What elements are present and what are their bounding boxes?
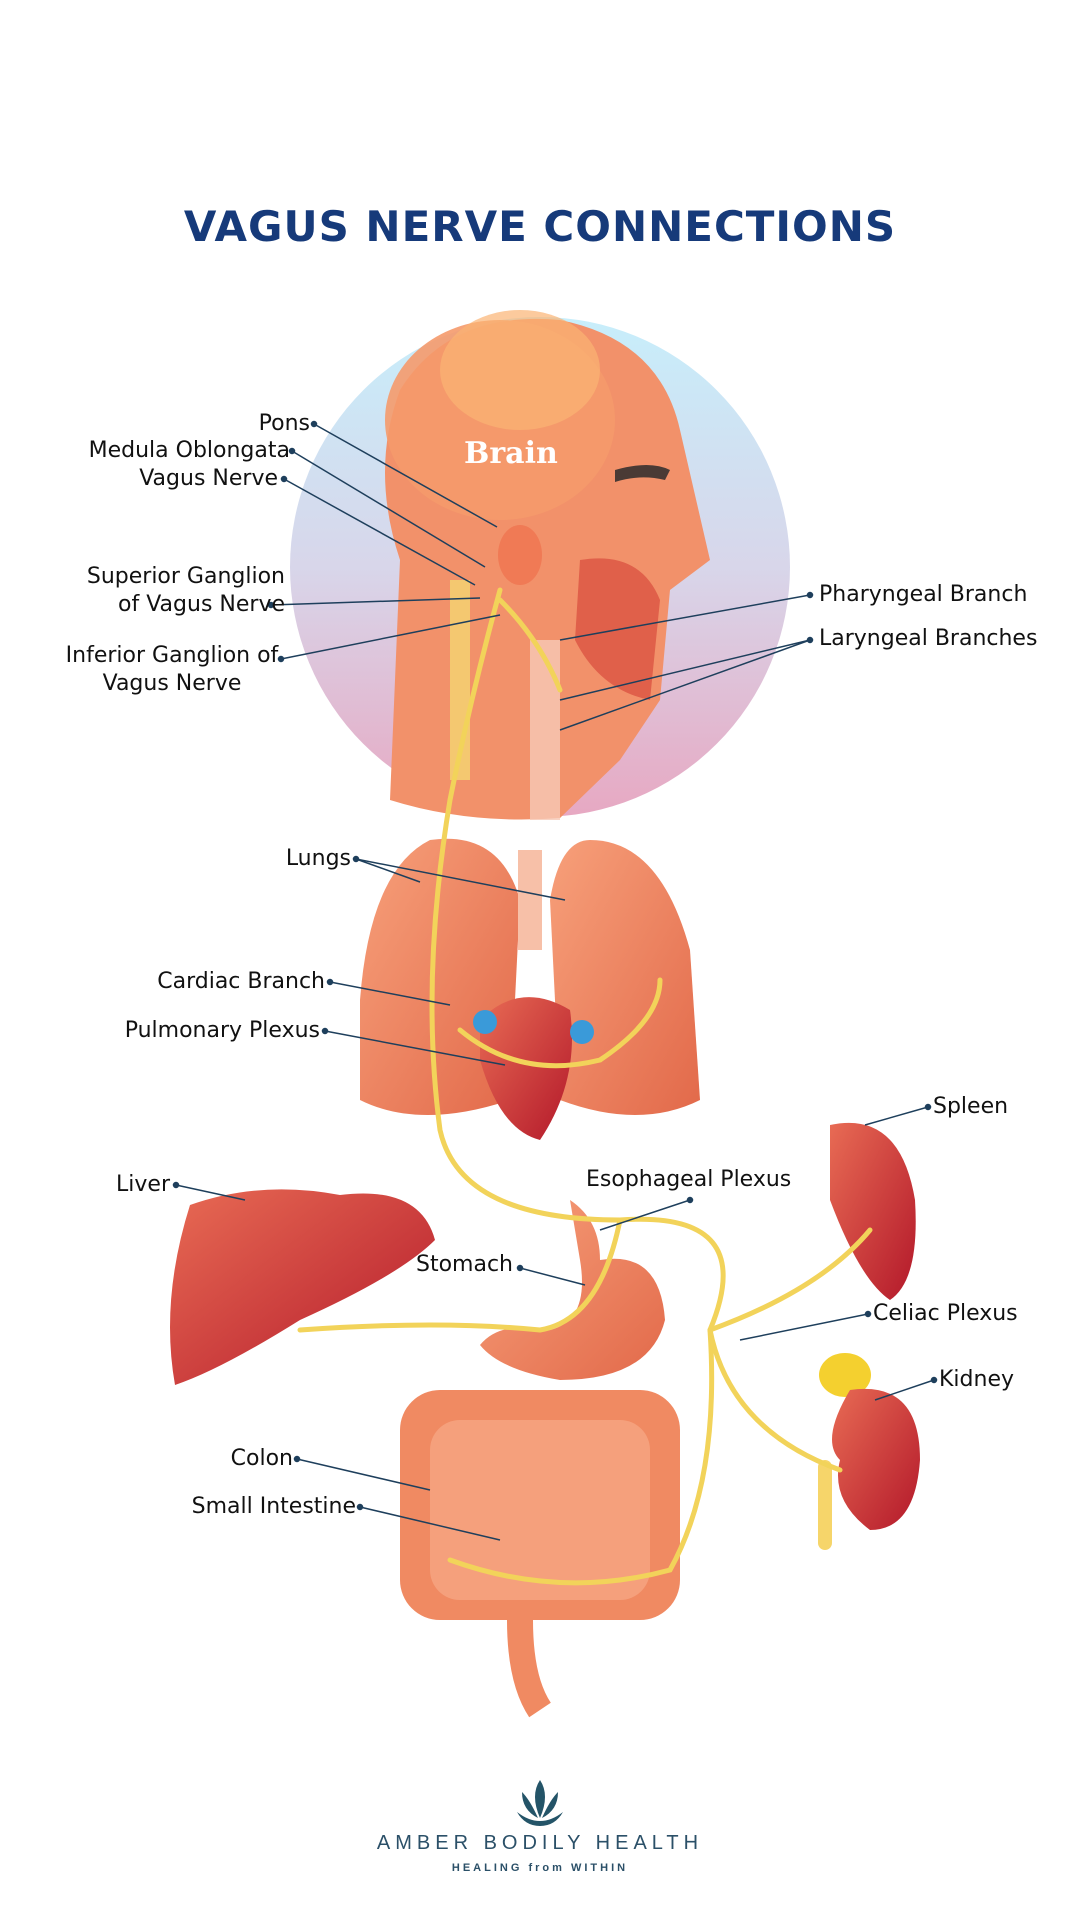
label-cardiac-branch: Cardiac Branch xyxy=(157,969,325,994)
brand-name: AMBER BODILY HEALTH xyxy=(376,1832,704,1854)
label-superior-ganglion-line1: Superior Ganglion xyxy=(86,564,285,589)
label-inferior-ganglion: Inferior Ganglion of Vagus Nerve xyxy=(62,642,282,698)
label-inferior-ganglion-line2: Vagus Nerve xyxy=(102,671,242,696)
label-celiac-plexus: Celiac Plexus xyxy=(873,1301,1018,1326)
kidney-illustration xyxy=(818,1353,920,1550)
label-stomach: Stomach xyxy=(416,1252,514,1277)
label-superior-ganglion: Superior Ganglion of Vagus Nerve xyxy=(87,563,285,619)
label-inferior-ganglion-line1: Inferior Ganglion of xyxy=(65,643,279,668)
brand-tagline: HEALING from WITHIN xyxy=(451,1862,629,1874)
label-brain: Brain xyxy=(464,436,558,471)
label-laryngeal-branches: Laryngeal Branches xyxy=(819,626,1038,651)
label-liver: Liver xyxy=(116,1172,170,1197)
lotus-hand-icon xyxy=(517,1780,563,1826)
label-lungs: Lungs xyxy=(285,846,351,871)
label-esophageal-plexus: Esophageal Plexus xyxy=(586,1167,792,1192)
label-small-intestine: Small Intestine xyxy=(191,1494,356,1519)
spleen-illustration xyxy=(830,1122,916,1300)
label-colon: Colon xyxy=(230,1446,293,1471)
page-title: VAGUS NERVE CONNECTIONS xyxy=(183,202,897,251)
label-superior-ganglion-line2: of Vagus Nerve xyxy=(118,592,285,617)
label-vagus-nerve: Vagus Nerve xyxy=(139,466,278,491)
vagus-nerve-paths xyxy=(297,587,873,1586)
head-illustration xyxy=(290,310,790,820)
label-pharyngeal-branch: Pharyngeal Branch xyxy=(819,582,1028,607)
label-medula-oblongata: Medula Oblongata xyxy=(88,438,290,463)
liver-illustration xyxy=(170,1189,435,1385)
label-pons: Pons xyxy=(258,411,310,436)
digestive-illustration xyxy=(400,1200,680,1718)
lungs-illustration xyxy=(360,838,700,1140)
label-pulmonary-plexus: Pulmonary Plexus xyxy=(124,1018,320,1043)
label-spleen: Spleen xyxy=(933,1094,1009,1119)
leader-lines xyxy=(172,420,938,1541)
label-kidney: Kidney xyxy=(939,1367,1015,1392)
